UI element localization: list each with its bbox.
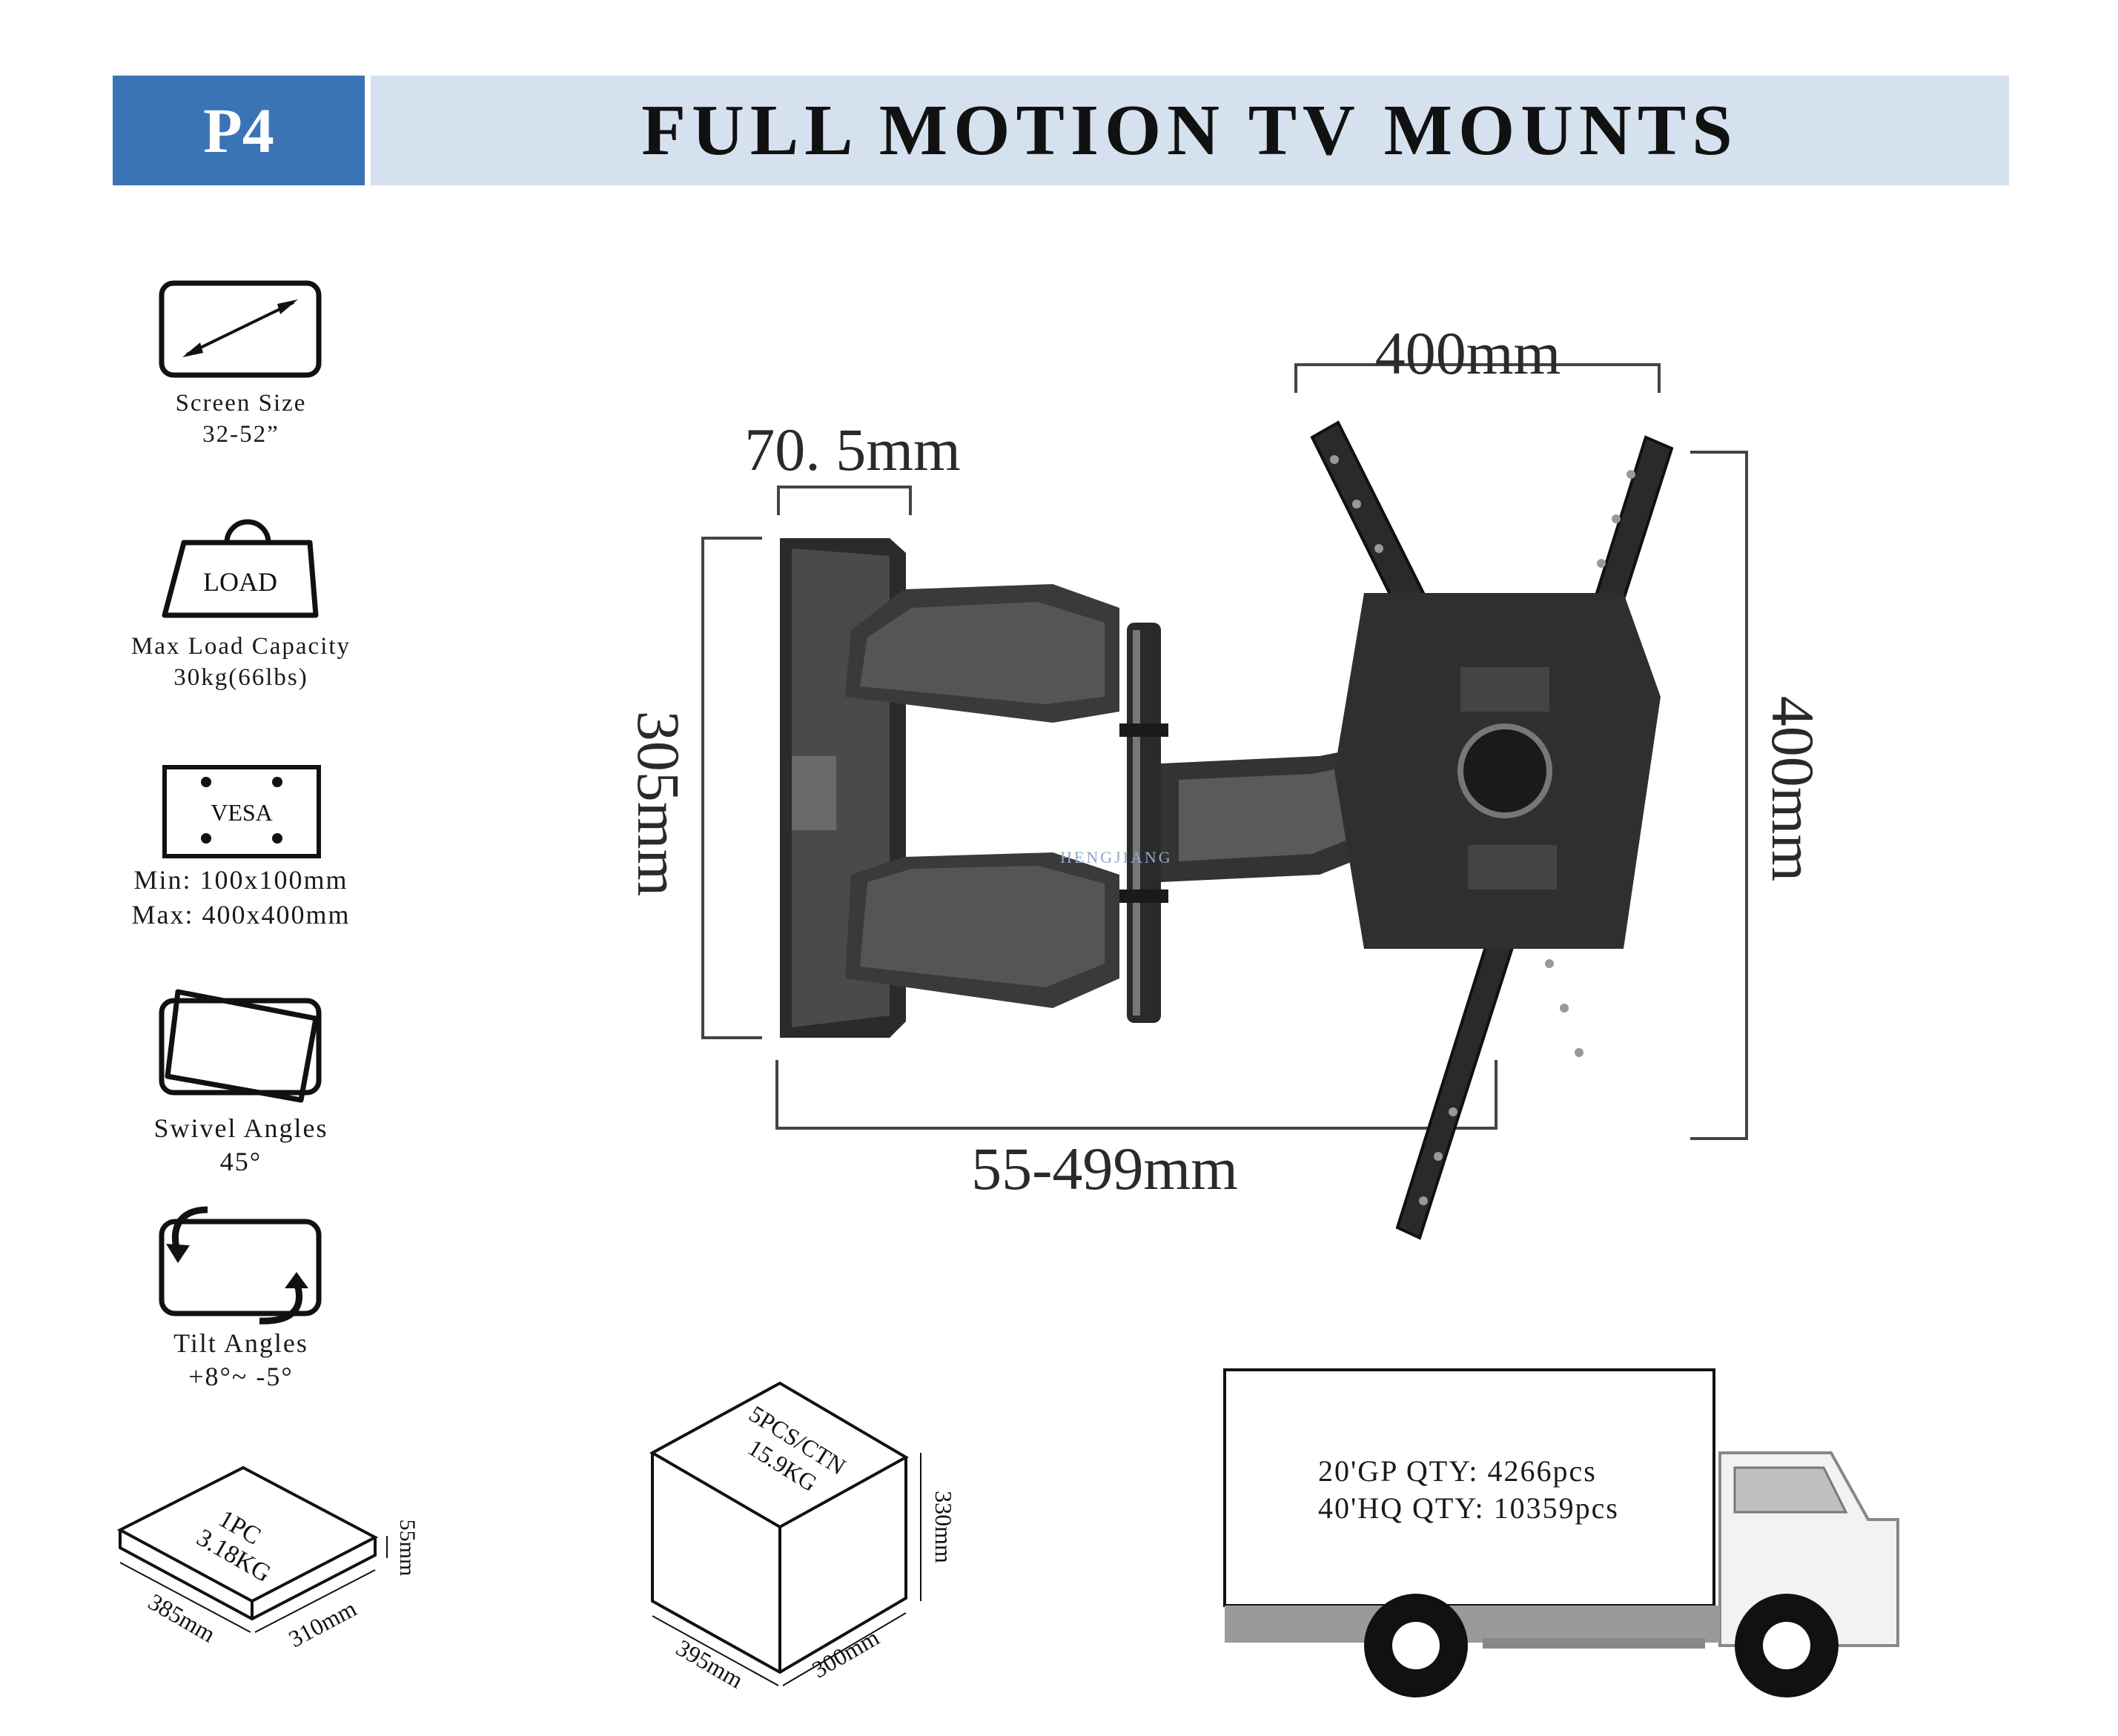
watermark: HENGJIANG	[1060, 848, 1173, 867]
load-value: 30kg(66lbs)	[173, 664, 308, 691]
screen-size-icon	[159, 280, 322, 378]
vesa-max: Max: 400x400mm	[131, 900, 351, 930]
swivel-value: 45°	[219, 1147, 262, 1176]
swivel-label: Swivel Angles	[153, 1113, 328, 1143]
tilt-label: Tilt Angles	[173, 1328, 308, 1358]
page-code-badge: P4	[113, 76, 365, 185]
dim-55-499: 55-499mm	[971, 1135, 1238, 1202]
tilt-value: +8°~ -5°	[188, 1362, 294, 1391]
vesa-icon: VESA	[162, 765, 321, 858]
load-icon-text: LOAD	[203, 567, 277, 597]
page-title: FULL MOTION TV MOUNTS	[371, 76, 2009, 185]
tilt-icon	[159, 1206, 322, 1325]
single-height: 55mm	[395, 1520, 420, 1577]
swivel-icon	[159, 989, 322, 1103]
dim-right-400: 400mm	[1759, 695, 1827, 882]
screen-size-label: Screen Size	[175, 390, 307, 417]
truck-icon	[1223, 1368, 1899, 1697]
product-diagram: HENGJIANG	[701, 363, 1748, 1240]
load-label: Max Load Capacity	[130, 633, 351, 660]
screen-size-value: 32-52”	[202, 421, 279, 448]
dim-top-400: 400mm	[1374, 319, 1561, 387]
dim-305: 305mm	[625, 710, 692, 897]
qty-40hq: 40'HQ QTY: 10359pcs	[1318, 1491, 1619, 1525]
carton-box-diagram: 5PCS/CTN 15.9KG 330mm 395mm 300mm	[649, 1381, 957, 1690]
vesa-min: Min: 100x100mm	[133, 865, 348, 895]
weight-icon: LOAD	[162, 519, 319, 618]
single-width: 310mm	[284, 1594, 360, 1652]
carton-height: 330mm	[930, 1491, 957, 1563]
single-box-diagram: 1PC 3.18KG 55mm 385mm 310mm	[116, 1465, 420, 1652]
dim-70-5: 70. 5mm	[744, 416, 961, 483]
vesa-icon-text: VESA	[211, 799, 273, 826]
qty-20gp: 20'GP QTY: 4266pcs	[1318, 1454, 1597, 1488]
